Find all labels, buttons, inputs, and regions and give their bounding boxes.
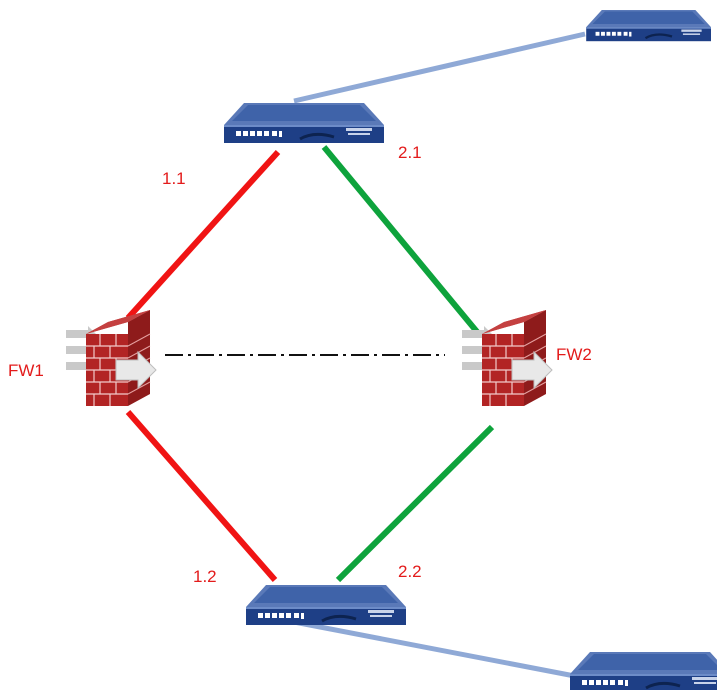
network-switch-icon-bottom-right xyxy=(568,650,717,690)
network-switch-icon-top xyxy=(222,101,386,145)
firewall-icon-fw1 xyxy=(65,309,157,407)
link-2-1 xyxy=(321,145,481,335)
link-2-2-label: 2.2 xyxy=(398,562,422,581)
network-switch-icon-bottom xyxy=(244,583,408,627)
link-1-2-label: 1.2 xyxy=(193,567,217,586)
link-1-2 xyxy=(125,410,278,582)
uplink-bottom xyxy=(293,619,586,681)
link-1-1 xyxy=(125,149,281,321)
uplink-top xyxy=(293,31,586,104)
firewall-icon-fw2 xyxy=(461,309,553,407)
fw2-label: FW2 xyxy=(556,345,592,364)
fw1-label: FW1 xyxy=(8,361,44,380)
link-2-2 xyxy=(335,424,495,583)
network-switch-icon-top-right xyxy=(585,8,713,43)
link-1-1-label: 1.1 xyxy=(162,169,186,188)
link-2-1-label: 2.1 xyxy=(398,143,422,162)
